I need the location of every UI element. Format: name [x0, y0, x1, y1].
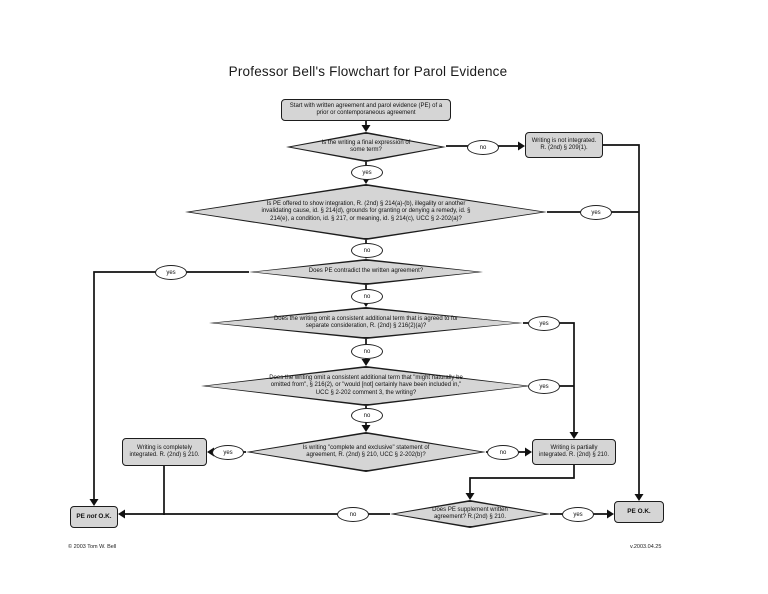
decision-show-integration: Is PE offered to show integration, R. (2…	[185, 184, 547, 240]
oval-no-show-integration: no	[351, 243, 383, 258]
decision-supplement-text: Does PE supplement written agreement? R.…	[432, 506, 508, 521]
oval-yes-contradict: yes	[155, 265, 187, 280]
pe-not-ok-text: PE not O.K.	[76, 513, 112, 520]
start-node-text: Start with written agreement and parol e…	[289, 102, 443, 117]
decision-contradict-text: Does PE contradict the written agreement…	[308, 268, 424, 275]
edge-contradict-yes	[93, 271, 249, 502]
oval-no-contradict: no	[351, 289, 383, 304]
oval-no-complete-exclusive: no	[487, 445, 519, 460]
oval-yes-naturally-omitted: yes	[528, 379, 560, 394]
oval-yes-complete-exclusive: yes	[212, 445, 244, 460]
decision-final-expression-text: Is the writing a final expression of som…	[321, 139, 411, 154]
decision-supplement: Does PE supplement written agreement? R.…	[390, 500, 550, 528]
oval-no-final-expression: no	[467, 140, 499, 155]
pe-not-ok-node: PE not O.K.	[70, 506, 118, 528]
oval-no-separate-consideration: no	[351, 344, 383, 359]
decision-contradict: Does PE contradict the written agreement…	[249, 259, 483, 285]
edge-notintegrated-to-rail	[603, 144, 640, 497]
partially-integrated-node: Writing is partially integrated. R. (2nd…	[532, 439, 616, 465]
oval-yes-supplement: yes	[562, 507, 594, 522]
decision-final-expression: Is the writing a final expression of som…	[286, 132, 446, 162]
not-integrated-node: Writing is not integrated. R. (2nd) § 20…	[525, 132, 603, 158]
decision-complete-exclusive: Is writing "complete and exclusive" stat…	[246, 432, 486, 472]
decision-separate-consideration-text: Does the writing omit a consistent addit…	[273, 315, 459, 330]
decision-show-integration-text: Is PE offered to show integration, R. (2…	[261, 200, 471, 222]
pe-ok-node: PE O.K.	[614, 501, 664, 523]
oval-no-naturally-omitted: no	[351, 408, 383, 423]
diamond-fill	[254, 260, 478, 284]
page-title: Professor Bell's Flowchart for Parol Evi…	[228, 64, 508, 79]
edge-partially-to-supplement	[469, 465, 575, 496]
start-node: Start with written agreement and parol e…	[281, 99, 451, 121]
not-integrated-text: Writing is not integrated. R. (2nd) § 20…	[531, 137, 597, 152]
decision-naturally-omitted-text: Does the writing omit a consistent addit…	[269, 374, 463, 396]
completely-integrated-node: Writing is completely integrated. R. (2n…	[122, 438, 207, 466]
decision-complete-exclusive-text: Is writing "complete and exclusive" stat…	[302, 444, 430, 459]
decision-naturally-omitted: Does the writing omit a consistent addit…	[201, 366, 531, 406]
partially-integrated-text: Writing is partially integrated. R. (2nd…	[538, 444, 610, 459]
oval-yes-separate-consideration: yes	[528, 316, 560, 331]
oval-yes-show-integration: yes	[580, 205, 612, 220]
completely-integrated-text: Writing is completely integrated. R. (2n…	[129, 444, 200, 459]
version-text: v.2003.04.25	[630, 544, 662, 550]
decision-separate-consideration: Does the writing omit a consistent addit…	[209, 307, 523, 339]
oval-yes-final-expression: yes	[351, 165, 383, 180]
oval-no-supplement: no	[337, 507, 369, 522]
pe-ok-text: PE O.K.	[627, 508, 651, 515]
copyright-text: © 2003 Tom W. Bell	[68, 544, 117, 550]
